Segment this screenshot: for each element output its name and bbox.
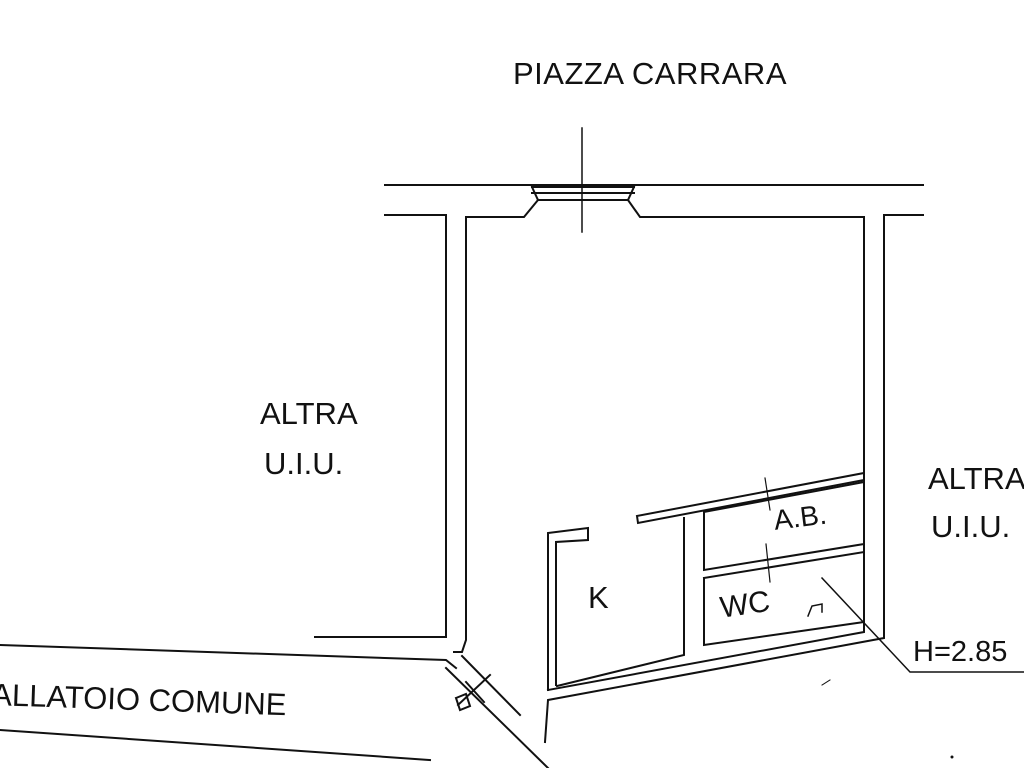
kitchen-wall	[547, 526, 589, 691]
entrance-door-mark	[454, 673, 492, 712]
scan-speck	[950, 755, 954, 759]
window-opening	[530, 185, 636, 202]
corridor-upper-wall	[0, 643, 458, 670]
entrance-jamb-right	[460, 654, 522, 717]
bathroom-label: WC	[718, 585, 773, 625]
bathroom-axis	[765, 543, 771, 583]
entrance-jamb-left	[444, 666, 550, 768]
facade-wall-inner	[465, 199, 865, 218]
storage-partition-upper	[635, 471, 865, 525]
scan-speck	[821, 679, 831, 686]
height-label: H=2.85	[913, 636, 1008, 668]
service-block-outer	[555, 517, 685, 688]
right-unit-label-line1: ALTRA	[928, 461, 1024, 496]
left-unit-label-line1: ALTRA	[260, 396, 358, 431]
right-inner-wall	[546, 216, 865, 692]
left-inner-wall	[453, 216, 467, 653]
left-party-wall	[314, 214, 447, 638]
street-label: PIAZZA CARRARA	[513, 56, 787, 91]
right-unit-label-line2: U.I.U.	[931, 509, 1011, 544]
bathroom-door-notch	[807, 603, 823, 617]
left-unit-label-line2: U.I.U.	[264, 446, 344, 481]
storage-label: A.B.	[772, 498, 829, 536]
corridor-lower-wall	[0, 728, 432, 762]
storage-axis	[764, 477, 771, 511]
right-party-wall	[543, 214, 885, 744]
storage-room-box	[702, 480, 865, 572]
height-leader-line	[820, 576, 1024, 673]
kitchen-label: K	[588, 580, 609, 615]
